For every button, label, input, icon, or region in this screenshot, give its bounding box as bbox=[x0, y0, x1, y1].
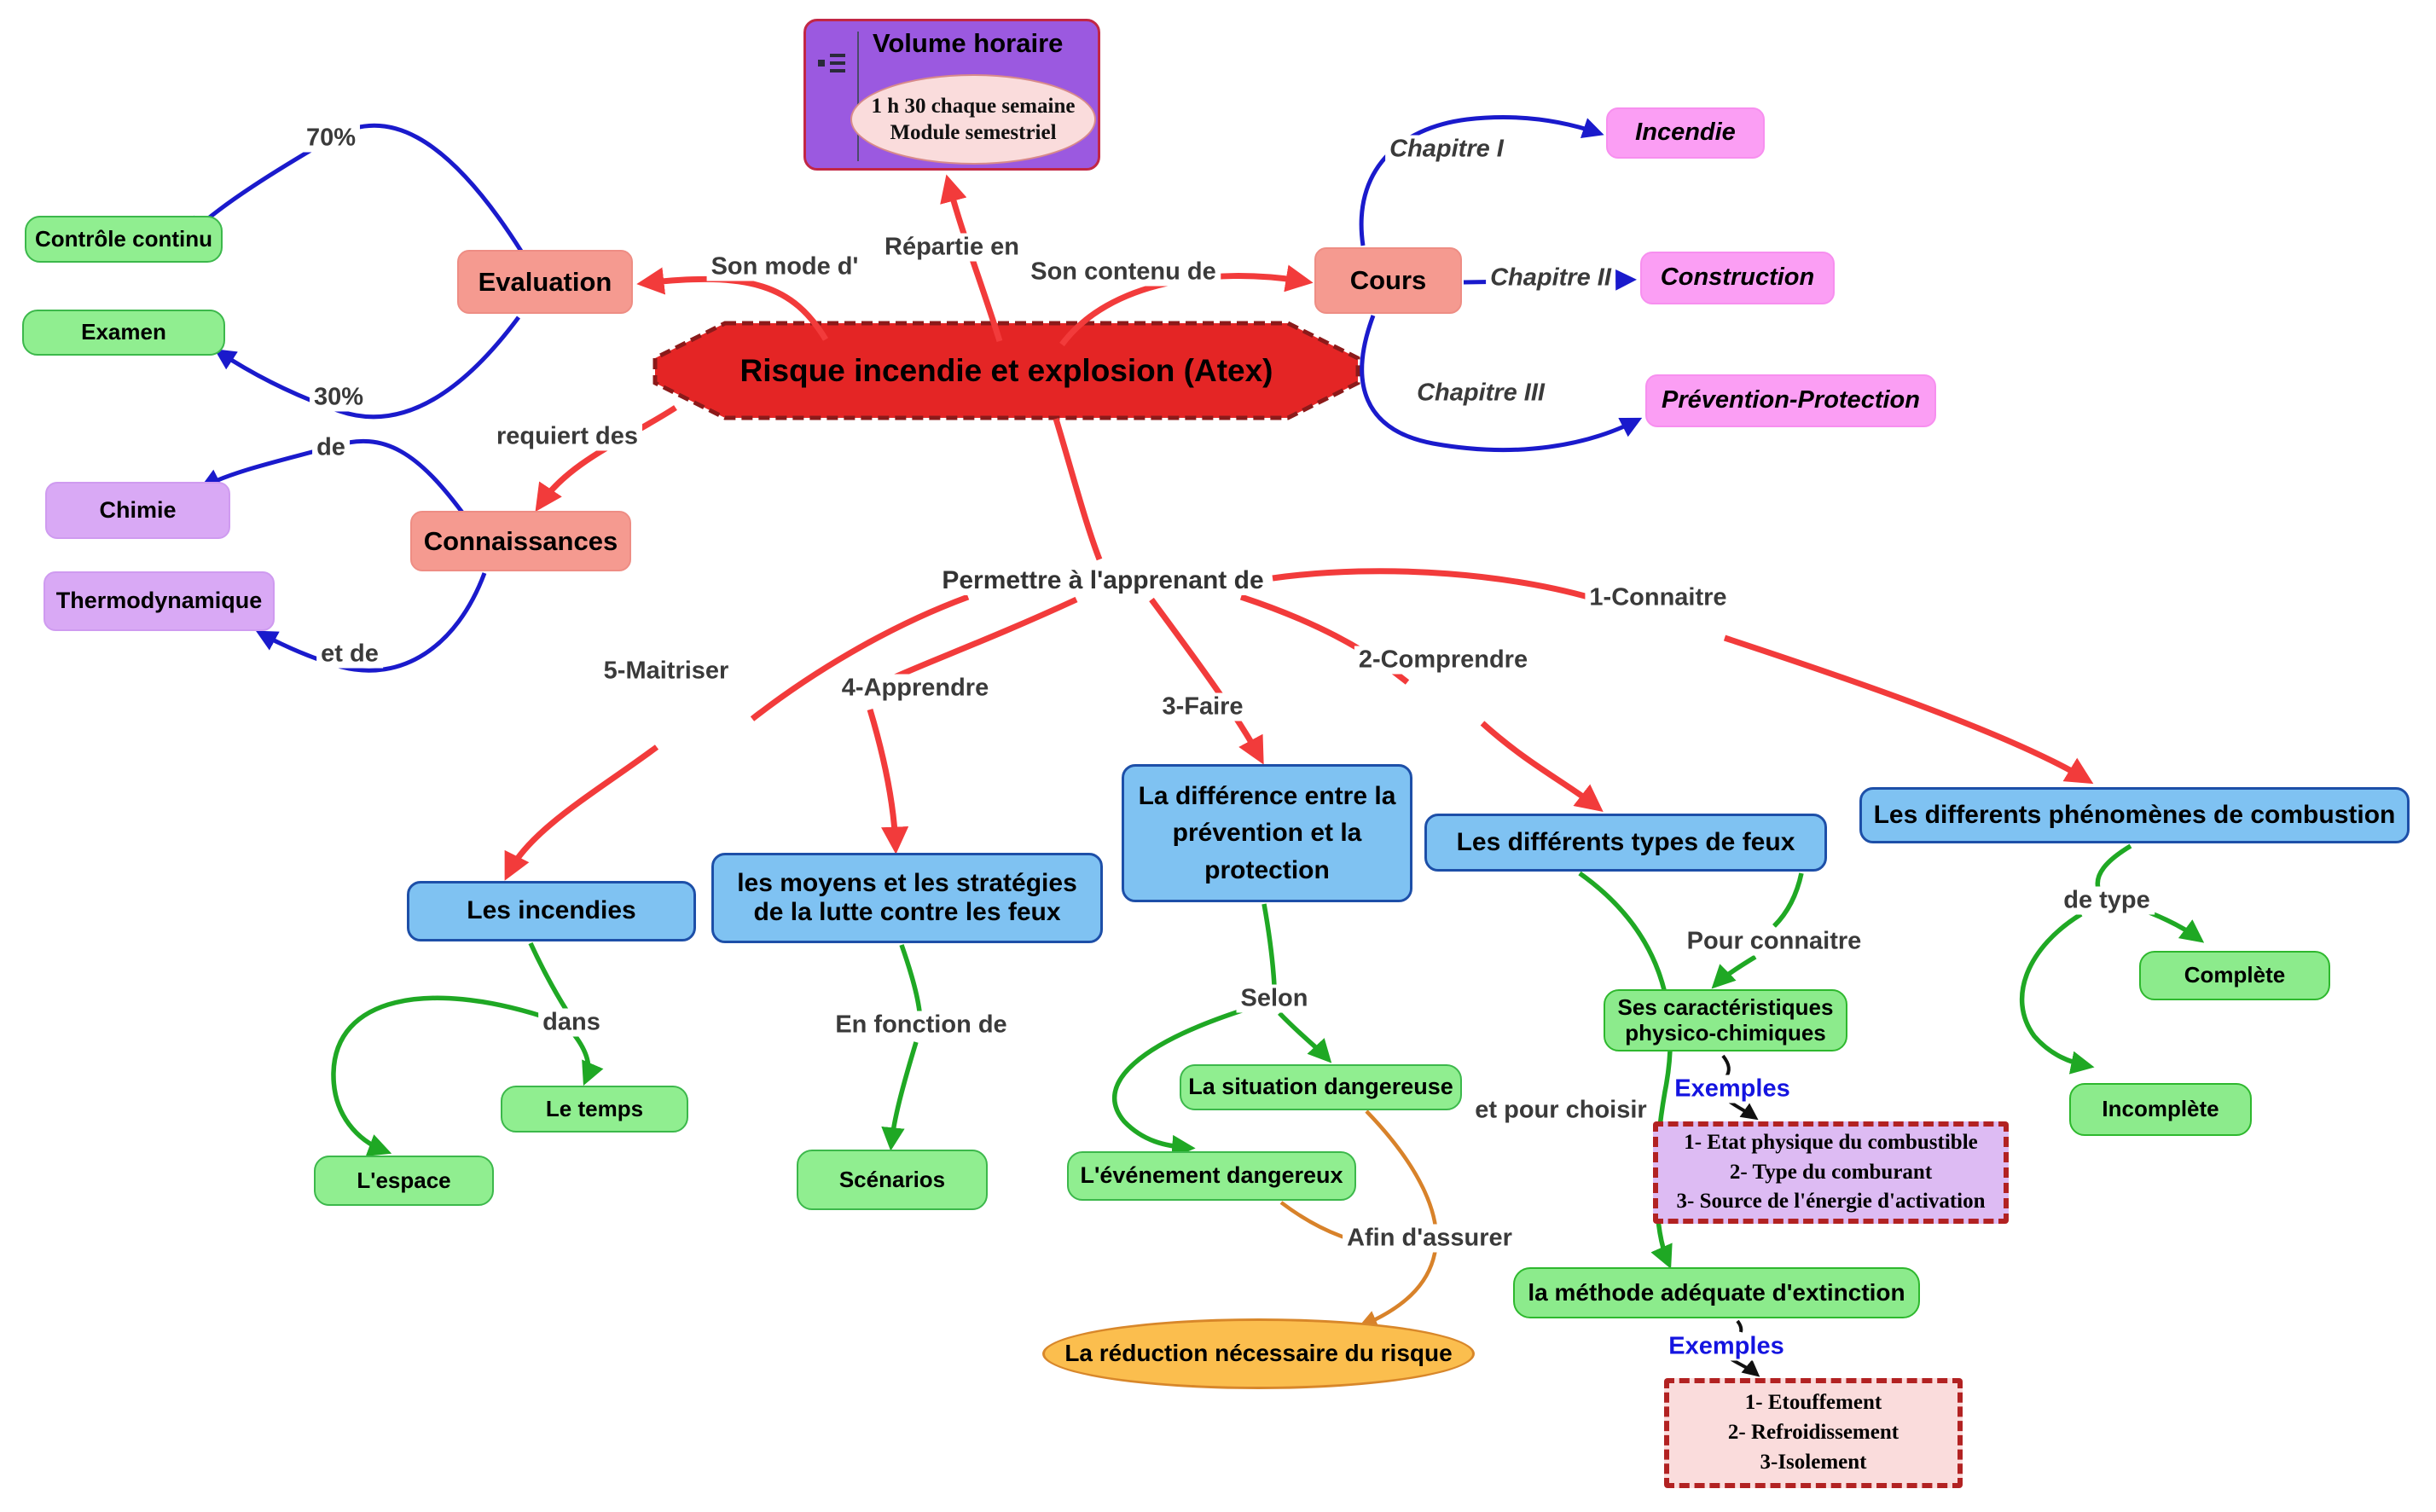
exemples-combustible-box[interactable]: 1- Etat physique du combustible 2- Type … bbox=[1653, 1121, 2009, 1224]
edge-label-permettre[interactable]: Permettre à l'apprenant de bbox=[937, 566, 1268, 595]
edge-label-2-comprendre[interactable]: 2-Comprendre bbox=[1354, 646, 1533, 675]
edge-label-chapitre-2[interactable]: Chapitre II bbox=[1486, 264, 1615, 293]
types-de-feux-label: Les différents types de feux bbox=[1456, 827, 1795, 856]
phenomenes-combustion-node[interactable]: Les differents phénomènes de combustion bbox=[1859, 787, 2410, 843]
reduction-risque-node[interactable]: La réduction nécessaire du risque bbox=[1042, 1318, 1475, 1389]
edge-label-de[interactable]: de bbox=[312, 433, 350, 462]
volume-line-1: 1 h 30 chaque semaine bbox=[871, 94, 1076, 118]
types-de-feux-node[interactable]: Les différents types de feux bbox=[1424, 814, 1827, 872]
moyens-strategies-node[interactable]: les moyens et les stratégies de la lutte… bbox=[711, 853, 1103, 943]
connaissances-label: Connaissances bbox=[423, 525, 618, 556]
edge-label-selon[interactable]: Selon bbox=[1236, 984, 1313, 1013]
controle-continu-node[interactable]: Contrôle continu bbox=[25, 216, 223, 263]
methode-extinction-node[interactable]: la méthode adéquate d'extinction bbox=[1513, 1267, 1920, 1318]
exemple-extinction-line-3: 3-Isolement bbox=[1760, 1450, 1867, 1474]
exemple-combustible-line-3: 3- Source de l'énergie d'activation bbox=[1676, 1190, 1986, 1214]
espace-label: L'espace bbox=[357, 1167, 451, 1193]
situation-dangereuse-node[interactable]: La situation dangereuse bbox=[1180, 1064, 1462, 1110]
reduction-risque-label: La réduction nécessaire du risque bbox=[1064, 1340, 1453, 1367]
evenement-dangereux-node[interactable]: L'événement dangereux bbox=[1067, 1151, 1356, 1201]
incomplete-node[interactable]: Incomplète bbox=[2069, 1083, 2252, 1136]
situation-dangereuse-label: La situation dangereuse bbox=[1188, 1074, 1453, 1100]
connaissances-node[interactable]: Connaissances bbox=[410, 511, 631, 571]
construction-node[interactable]: Construction bbox=[1640, 252, 1835, 304]
volume-line-2: Module semestriel bbox=[890, 121, 1057, 144]
edge-label-et-de[interactable]: et de bbox=[316, 640, 383, 669]
exemples-extinction-box[interactable]: 1- Etouffement 2- Refroidissement 3-Isol… bbox=[1664, 1378, 1963, 1488]
central-topic-label: Risque incendie et explosion (Atex) bbox=[740, 352, 1273, 388]
edge-label-1-connaitre[interactable]: 1-Connaitre bbox=[1585, 583, 1731, 612]
prevention-protection-label: Prévention-Protection bbox=[1662, 386, 1920, 414]
ses-caracteristiques-label: Ses caractéristiques physico-chimiques bbox=[1617, 994, 1834, 1046]
edge-label-et-pour-choisir[interactable]: et pour choisir bbox=[1470, 1096, 1651, 1125]
exemple-extinction-line-1: 1- Etouffement bbox=[1744, 1391, 1882, 1415]
phenomenes-combustion-label: Les differents phénomènes de combustion bbox=[1873, 800, 2396, 829]
complete-label: Complète bbox=[2184, 962, 2286, 988]
edge-label-30pct[interactable]: 30% bbox=[309, 383, 368, 412]
chimie-label: Chimie bbox=[99, 496, 177, 523]
prevention-protection-node[interactable]: Prévention-Protection bbox=[1645, 374, 1936, 427]
methode-extinction-label: la méthode adéquate d'extinction bbox=[1528, 1278, 1905, 1306]
central-topic-node[interactable]: Risque incendie et explosion (Atex) bbox=[655, 323, 1358, 418]
controle-continu-label: Contrôle continu bbox=[35, 225, 212, 252]
volume-horaire-detail-ellipse[interactable]: 1 h 30 chaque semaine Module semestriel bbox=[850, 74, 1096, 165]
construction-label: Construction bbox=[1660, 264, 1815, 292]
edge-label-afin-d-assurer[interactable]: Afin d'assurer bbox=[1343, 1224, 1517, 1253]
edge-label-son-mode[interactable]: Son mode d' bbox=[706, 252, 863, 281]
evaluation-label: Evaluation bbox=[478, 266, 612, 297]
difference-prevention-protection-node[interactable]: La différence entre la prévention et la … bbox=[1122, 764, 1412, 902]
edge-label-chapitre-3[interactable]: Chapitre III bbox=[1412, 379, 1549, 408]
exemple-combustible-line-1: 1- Etat physique du combustible bbox=[1684, 1130, 1978, 1154]
edge-label-5-maitriser[interactable]: 5-Maitriser bbox=[599, 657, 734, 686]
outline-tree-icon bbox=[818, 52, 847, 74]
evaluation-node[interactable]: Evaluation bbox=[457, 250, 633, 314]
edge-label-repartie-en[interactable]: Répartie en bbox=[880, 233, 1024, 262]
scenarios-label: Scénarios bbox=[838, 1166, 946, 1192]
difference-prevention-protection-label: La différence entre la prévention et la … bbox=[1138, 781, 1396, 884]
le-temps-node[interactable]: Le temps bbox=[501, 1086, 688, 1133]
incomplete-label: Incomplète bbox=[2102, 1096, 2219, 1122]
moyens-strategies-label: les moyens et les stratégies de la lutte… bbox=[737, 868, 1077, 927]
les-incendies-label: Les incendies bbox=[467, 896, 636, 925]
thermodynamique-node[interactable]: Thermodynamique bbox=[44, 571, 275, 631]
les-incendies-node[interactable]: Les incendies bbox=[407, 881, 696, 941]
espace-node[interactable]: L'espace bbox=[314, 1156, 494, 1206]
cours-node[interactable]: Cours bbox=[1314, 247, 1462, 314]
edge-label-requiert-des[interactable]: requiert des bbox=[492, 422, 642, 451]
edge-label-exemples-2[interactable]: Exemples bbox=[1664, 1332, 1789, 1361]
thermodynamique-label: Thermodynamique bbox=[55, 588, 263, 614]
volume-horaire-title: Volume horaire bbox=[873, 28, 1064, 58]
edge-label-chapitre-1[interactable]: Chapitre I bbox=[1385, 135, 1508, 164]
edge-label-pour-connaitre[interactable]: Pour connaitre bbox=[1682, 927, 1866, 956]
exemple-combustible-line-2: 2- Type du comburant bbox=[1729, 1160, 1933, 1184]
edge-label-3-faire[interactable]: 3-Faire bbox=[1157, 692, 1248, 721]
volume-horaire-node[interactable]: Volume horaire 1 h 30 chaque semaine Mod… bbox=[803, 19, 1100, 171]
examen-label: Examen bbox=[81, 319, 166, 345]
incendie-node[interactable]: Incendie bbox=[1606, 107, 1765, 159]
cours-label: Cours bbox=[1349, 265, 1427, 296]
edge-label-dans[interactable]: dans bbox=[538, 1008, 605, 1037]
ses-caracteristiques-node[interactable]: Ses caractéristiques physico-chimiques bbox=[1604, 989, 1847, 1051]
edge-label-4-apprendre[interactable]: 4-Apprendre bbox=[837, 674, 994, 703]
edge-label-70pct[interactable]: 70% bbox=[301, 124, 361, 153]
examen-node[interactable]: Examen bbox=[22, 310, 225, 356]
edge-label-son-contenu[interactable]: Son contenu de bbox=[1026, 258, 1221, 287]
edge-label-en-fonction-de[interactable]: En fonction de bbox=[831, 1011, 1012, 1040]
divider bbox=[857, 32, 859, 161]
le-temps-label: Le temps bbox=[545, 1095, 644, 1121]
exemple-extinction-line-2: 2- Refroidissement bbox=[1727, 1421, 1900, 1445]
complete-node[interactable]: Complète bbox=[2139, 951, 2330, 1000]
edge-label-de-type[interactable]: de type bbox=[2059, 886, 2155, 915]
incendie-label: Incendie bbox=[1635, 119, 1736, 147]
scenarios-node[interactable]: Scénarios bbox=[797, 1150, 988, 1210]
chimie-node[interactable]: Chimie bbox=[45, 482, 230, 539]
evenement-dangereux-label: L'événement dangereux bbox=[1080, 1162, 1343, 1189]
edge-label-exemples-1[interactable]: Exemples bbox=[1670, 1075, 1795, 1104]
